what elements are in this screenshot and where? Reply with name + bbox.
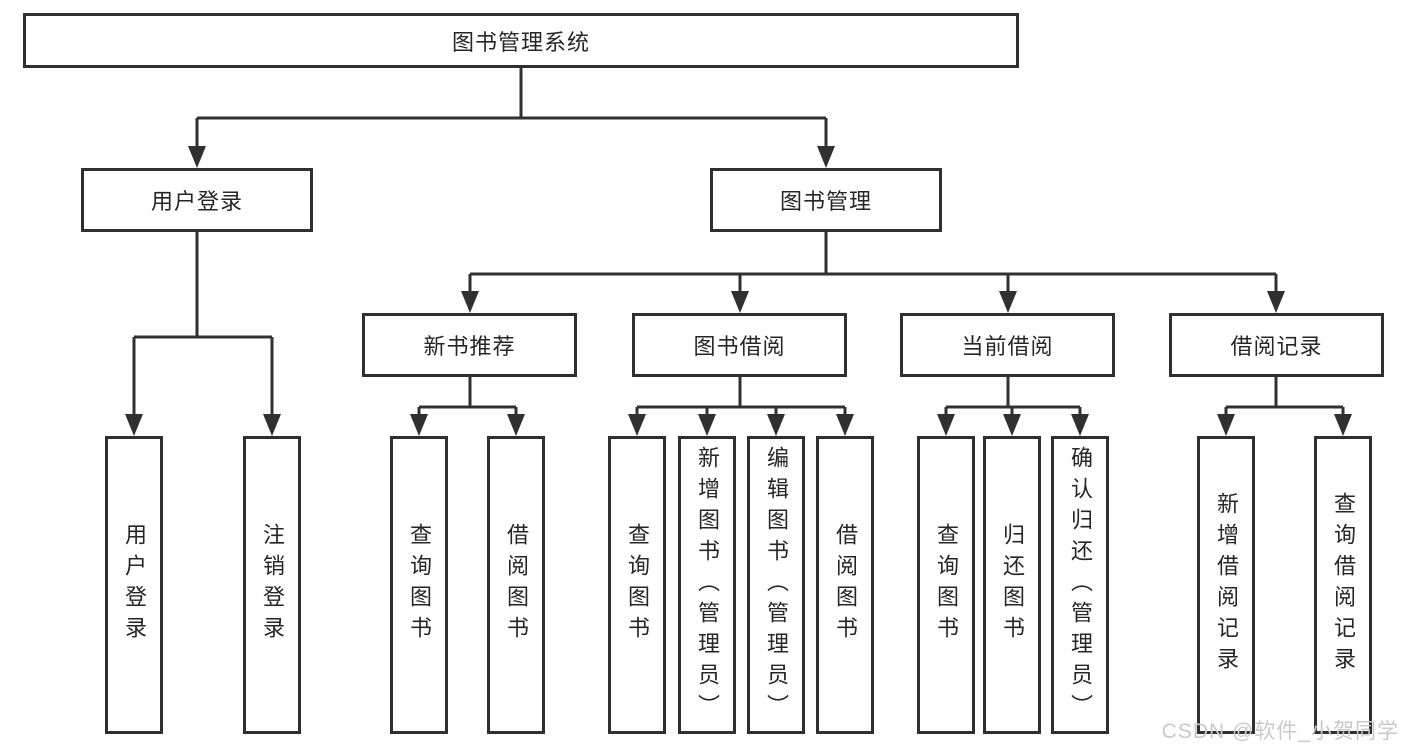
leaf-query-books-borrow: 查询图书 <box>608 436 666 734</box>
node-label: 用户登录 <box>122 523 147 647</box>
node-new-book-recommendation: 新书推荐 <box>362 313 577 377</box>
node-label: 查询借阅记录 <box>1331 492 1356 678</box>
node-label: 用户登录 <box>150 189 243 214</box>
node-label: 编辑图书（管理员） <box>764 445 789 725</box>
leaf-borrow-books-recommend: 借阅图书 <box>487 436 545 734</box>
node-label: 查询图书 <box>625 523 650 647</box>
leaf-query-books-current: 查询图书 <box>917 436 975 734</box>
leaf-add-books-admin: 新增图书（管理员） <box>678 436 736 734</box>
node-label: 借阅图书 <box>504 523 529 647</box>
node-label: 新书推荐 <box>423 334 516 359</box>
leaf-add-borrow-record: 新增借阅记录 <box>1197 436 1255 734</box>
leaf-logout: 注销登录 <box>243 436 301 734</box>
node-label: 注销登录 <box>260 523 285 647</box>
leaf-return-books: 归还图书 <box>983 436 1041 734</box>
node-label: 新增借阅记录 <box>1214 492 1239 678</box>
csdn-watermark: CSDN @软件_小贺同学 <box>1161 720 1399 743</box>
node-label: 借阅记录 <box>1230 334 1323 359</box>
node-label: 借阅图书 <box>833 523 858 647</box>
node-label: 归还图书 <box>1000 523 1025 647</box>
node-label: 查询图书 <box>407 523 432 647</box>
node-current-borrowing: 当前借阅 <box>900 313 1115 377</box>
node-borrowing-records: 借阅记录 <box>1169 313 1384 377</box>
node-label: 图书管理 <box>779 189 872 214</box>
node-label: 当前借阅 <box>961 334 1054 359</box>
node-label: 图书管理系统 <box>451 29 590 55</box>
leaf-edit-books-admin: 编辑图书（管理员） <box>747 436 805 734</box>
node-label: 图书借阅 <box>693 334 786 359</box>
leaf-confirm-return-admin: 确认归还（管理员） <box>1051 436 1109 734</box>
leaf-user-login: 用户登录 <box>105 436 163 734</box>
node-user-login: 用户登录 <box>81 168 313 232</box>
node-label: 确认归还（管理员） <box>1068 445 1093 725</box>
node-book-borrowing: 图书借阅 <box>632 313 847 377</box>
node-library-management-system: 图书管理系统 <box>23 13 1019 68</box>
leaf-borrow-books: 借阅图书 <box>816 436 874 734</box>
node-book-management: 图书管理 <box>710 168 942 232</box>
leaf-query-books-recommend: 查询图书 <box>390 436 448 734</box>
node-label: 查询图书 <box>934 523 959 647</box>
leaf-query-borrow-record: 查询借阅记录 <box>1314 436 1372 734</box>
node-label: 新增图书（管理员） <box>695 445 720 725</box>
